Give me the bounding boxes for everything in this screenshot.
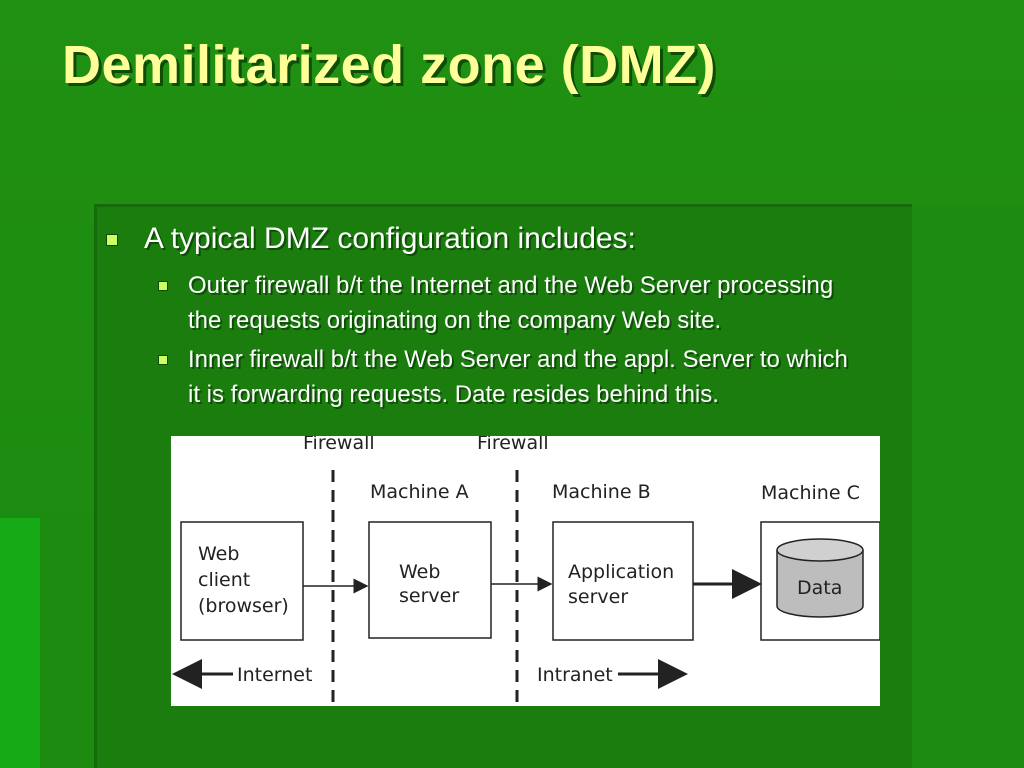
web-client-box — [180, 521, 304, 641]
bullet-square-icon — [106, 234, 118, 246]
background-left-bar — [0, 518, 40, 768]
machine-a-label: Machine A — [370, 481, 469, 503]
web-server-box — [368, 521, 492, 639]
firewall-label: Firewall — [477, 436, 549, 454]
slide-title: Demilitarized zone (DMZ) — [62, 35, 717, 95]
internet-label: Internet — [237, 664, 312, 686]
application-server-box — [552, 521, 694, 641]
web-server-label: server — [399, 585, 459, 607]
application-server-label: Application — [568, 561, 674, 583]
web-client-label: Web — [198, 543, 239, 565]
web-server-label: Web — [399, 561, 440, 583]
panel-edge-left — [94, 204, 97, 768]
bullet-square-icon — [158, 281, 168, 291]
bullet-square-icon — [158, 355, 168, 365]
intranet-label: Intranet — [537, 664, 613, 686]
application-server-label: server — [568, 586, 628, 608]
sub-bullet-line: Inner firewall b/t the Web Server and th… — [188, 346, 848, 373]
database-icon — [776, 538, 864, 618]
sub-bullet-line: Outer firewall b/t the Internet and the … — [188, 272, 834, 299]
sub-bullet-line: the requests originating on the company … — [188, 307, 722, 334]
web-client-label: client — [198, 569, 250, 591]
panel-edge-top — [94, 204, 912, 207]
web-client-label: (browser) — [198, 595, 289, 617]
background-panel-right — [912, 205, 1024, 518]
machine-b-label: Machine B — [552, 481, 651, 503]
bullet-main-text: A typical DMZ configuration includes: — [144, 222, 636, 255]
firewall-label: Firewall — [303, 436, 375, 454]
machine-c-label: Machine C — [761, 482, 860, 504]
data-label: Data — [797, 577, 842, 599]
sub-bullet-line: it is forwarding requests. Date resides … — [188, 381, 719, 408]
dmz-diagram: Firewall Firewall Machine A Machine B Ma… — [171, 436, 880, 706]
